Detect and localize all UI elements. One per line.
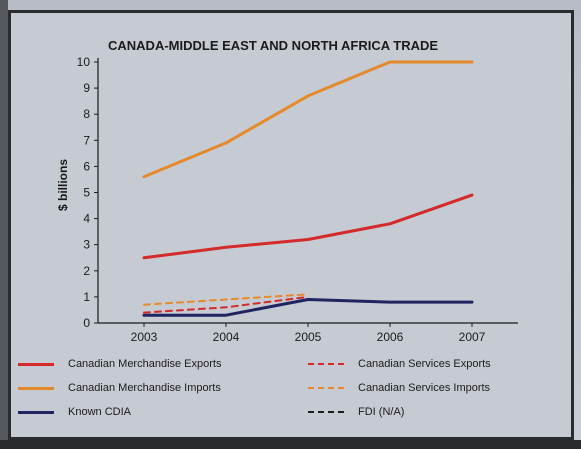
legend-label: Canadian Services Exports xyxy=(358,358,491,370)
x-tick-label: 2004 xyxy=(213,330,240,344)
axes xyxy=(94,58,518,327)
legend-swatch-merch-imports xyxy=(18,386,54,390)
legend-label: Known CDIA xyxy=(68,406,131,418)
y-tick-label: 10 xyxy=(77,55,91,69)
legend: Canadian Merchandise Exports Canadian Me… xyxy=(18,354,558,432)
y-tick-label: 2 xyxy=(83,264,90,278)
legend-item-merch-imports: Canadian Merchandise Imports xyxy=(18,378,221,398)
chart-title: CANADA-MIDDLE EAST AND NORTH AFRICA TRAD… xyxy=(108,38,438,53)
y-tick-label: 3 xyxy=(83,238,90,252)
series-lines xyxy=(142,60,474,317)
page-left-edge xyxy=(0,0,8,449)
y-tick-label: 7 xyxy=(83,133,90,147)
x-tick-label: 2005 xyxy=(295,330,322,344)
legend-swatch-services-imports xyxy=(308,387,344,389)
legend-item-fdi: FDI (N/A) xyxy=(308,402,404,422)
y-tick-label: 5 xyxy=(83,186,90,200)
legend-label: Canadian Services Imports xyxy=(358,382,491,394)
series-line-1 xyxy=(142,60,474,179)
y-axis-label: $ billions xyxy=(56,159,70,211)
legend-item-services-imports: Canadian Services Imports xyxy=(308,378,490,398)
legend-item-merch-exports: Canadian Merchandise Exports xyxy=(18,354,221,374)
y-tick-label: 8 xyxy=(83,107,90,121)
legend-label: Canadian Merchandise Imports xyxy=(68,382,221,394)
y-tick-label: 9 xyxy=(83,81,90,95)
legend-swatch-services-exports xyxy=(308,363,344,365)
x-tick-label: 2007 xyxy=(459,330,486,344)
legend-item-services-exports: Canadian Services Exports xyxy=(308,354,491,374)
legend-swatch-merch-exports xyxy=(18,362,54,366)
y-tick-label: 6 xyxy=(83,159,90,173)
legend-label: Canadian Merchandise Exports xyxy=(68,358,222,370)
legend-swatch-known-cdia xyxy=(18,410,54,414)
y-tick-label: 1 xyxy=(83,290,90,304)
legend-item-known-cdia: Known CDIA xyxy=(18,402,131,422)
y-tick-label: 4 xyxy=(83,212,90,226)
y-tick-label: 0 xyxy=(83,316,90,330)
legend-label: FDI (N/A) xyxy=(358,406,405,418)
bottom-border xyxy=(0,440,581,449)
series-line-3 xyxy=(143,295,309,314)
series-line-4 xyxy=(143,293,309,306)
chart-panel xyxy=(8,10,574,440)
x-tick-label: 2003 xyxy=(131,330,158,344)
x-tick-label: 2006 xyxy=(377,330,404,344)
legend-swatch-fdi xyxy=(308,411,344,413)
tick-labels: 0 1 2 3 4 5 6 7 8 9 10 2003 2004 2005 2006 2007 xyxy=(77,55,486,344)
series-line-0 xyxy=(142,193,474,260)
series-line-2 xyxy=(142,298,474,317)
